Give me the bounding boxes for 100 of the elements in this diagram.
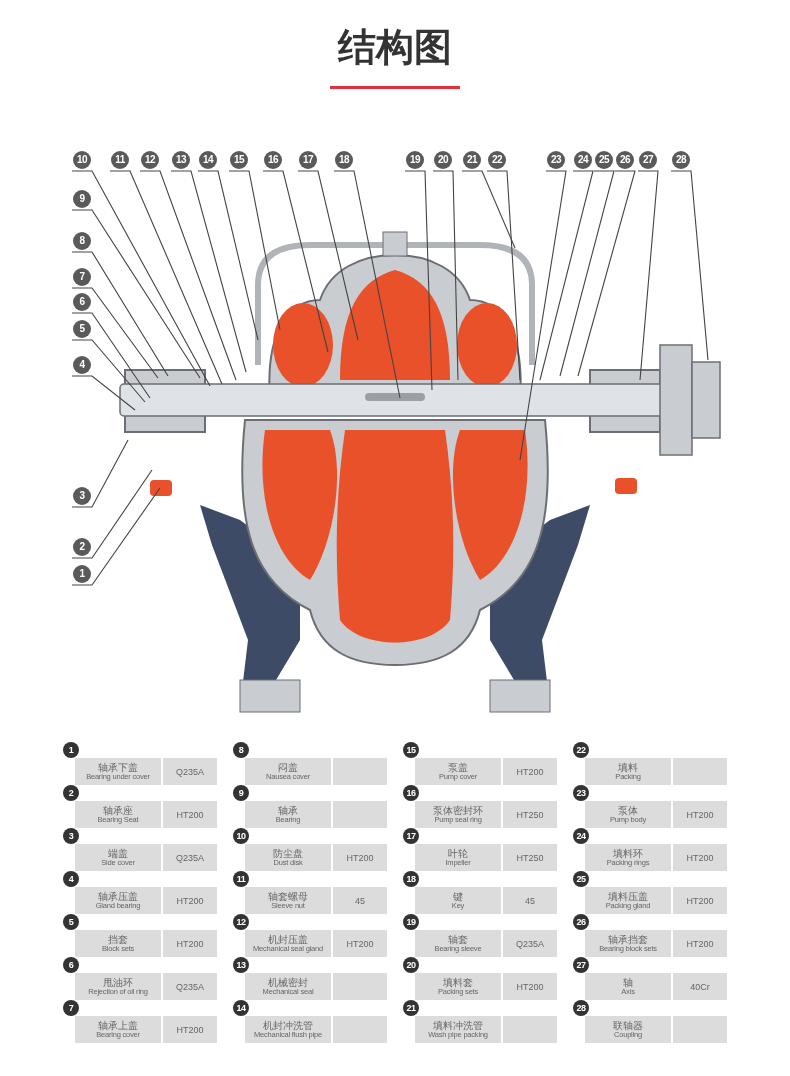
chinese-name: 机械密封 [268,977,308,988]
chinese-name: 填料环 [613,848,643,859]
number-badge: 28 [573,1000,589,1016]
leader-line [670,170,709,361]
title: 结构图 [336,24,453,71]
leader-line [170,170,247,373]
number-badge: 2 [63,785,79,801]
leader-line [71,375,136,411]
leader-line [71,170,211,387]
chinese-name: 泵体 [618,805,638,816]
chinese-name: 轴承压盖 [98,891,138,902]
material-cell: HT200 [673,930,727,957]
callout-number: 10 [73,151,91,169]
leader-line [333,170,401,399]
callout-number: 12 [141,151,159,169]
material-cell: HT250 [503,801,557,828]
number-badge: 9 [233,785,249,801]
number-badge: 12 [233,914,249,930]
material-cell: Q235A [503,930,557,957]
number-badge: 13 [233,957,249,973]
number-badge: 3 [63,828,79,844]
chinese-name: 机封冲洗管 [263,1020,313,1031]
leader-line [71,439,129,508]
leader-line [577,170,636,377]
chinese-name: 挡套 [108,934,128,945]
chinese-name: 轴套 [448,934,468,945]
callout-number: 16 [264,151,282,169]
callout-number: 2 [73,538,91,556]
callout-number: 3 [73,487,91,505]
material-cell: 45 [333,887,387,914]
number-badge: 17 [403,828,419,844]
material-cell: HT200 [503,973,557,1000]
leader-line [71,287,159,379]
callout-number: 1 [73,565,91,583]
material-cell: HT200 [163,801,217,828]
number-badge: 23 [573,785,589,801]
callout-number: 6 [73,293,91,311]
callout-number: 17 [299,151,317,169]
callout-number: 9 [73,190,91,208]
chinese-name: 轴承挡套 [608,934,648,945]
number-badge: 8 [233,742,249,758]
leader-line [519,170,567,461]
number-badge: 6 [63,957,79,973]
leader-line [71,487,161,586]
material-cell: Q235A [163,973,217,1000]
leader-line [71,312,151,399]
chinese-name: 联轴器 [613,1020,643,1031]
callout-number: 23 [547,151,565,169]
chinese-name: 填料 [618,762,638,773]
chinese-name: 甩油环 [103,977,133,988]
chinese-name: 泵体密封环 [433,805,483,816]
material-cell: HT200 [673,801,727,828]
callout-number: 11 [111,151,129,169]
material-cell: HT200 [503,758,557,785]
leader-line [404,170,433,391]
callout-number: 25 [595,151,613,169]
chinese-name: 轴承下盖 [98,762,138,773]
material-cell: HT200 [333,844,387,871]
leader-line [461,170,516,249]
material-cell: HT200 [163,930,217,957]
number-badge: 11 [233,871,249,887]
number-badge: 1 [63,742,79,758]
chinese-name: 轴承座 [103,805,133,816]
material-cell: HT200 [163,1016,217,1043]
callout-number: 22 [488,151,506,169]
leader-line [297,170,359,341]
chinese-name: 填料压盖 [608,891,648,902]
number-badge: 10 [233,828,249,844]
leader-line [432,170,459,381]
number-badge: 4 [63,871,79,887]
material-cell: 45 [503,887,557,914]
material-cell: HT200 [673,844,727,871]
leader-line [262,170,329,353]
callout-number: 14 [199,151,217,169]
leader-line [71,209,201,379]
callout-number: 21 [463,151,481,169]
number-badge: 15 [403,742,419,758]
callout-number: 27 [639,151,657,169]
number-badge: 25 [573,871,589,887]
leader-line [197,170,259,341]
material-cell: Q235A [163,758,217,785]
chinese-name: 闷盖 [278,762,298,773]
number-badge: 27 [573,957,589,973]
callout-number: 18 [335,151,353,169]
leader-line [71,469,153,559]
chinese-name: 填料套 [443,977,473,988]
callout-number: 24 [574,151,592,169]
chinese-name: 机封压盖 [268,934,308,945]
number-badge: 21 [403,1000,419,1016]
callout-number: 15 [230,151,248,169]
callout-number: 26 [616,151,634,169]
number-badge: 20 [403,957,419,973]
callout-number: 5 [73,320,91,338]
material-cell: HT200 [333,930,387,957]
number-badge: 18 [403,871,419,887]
number-badge: 26 [573,914,589,930]
chinese-name: 轴 [623,977,633,988]
material-cell: HT200 [673,887,727,914]
leader-line [539,170,594,381]
leader-line [71,251,169,377]
